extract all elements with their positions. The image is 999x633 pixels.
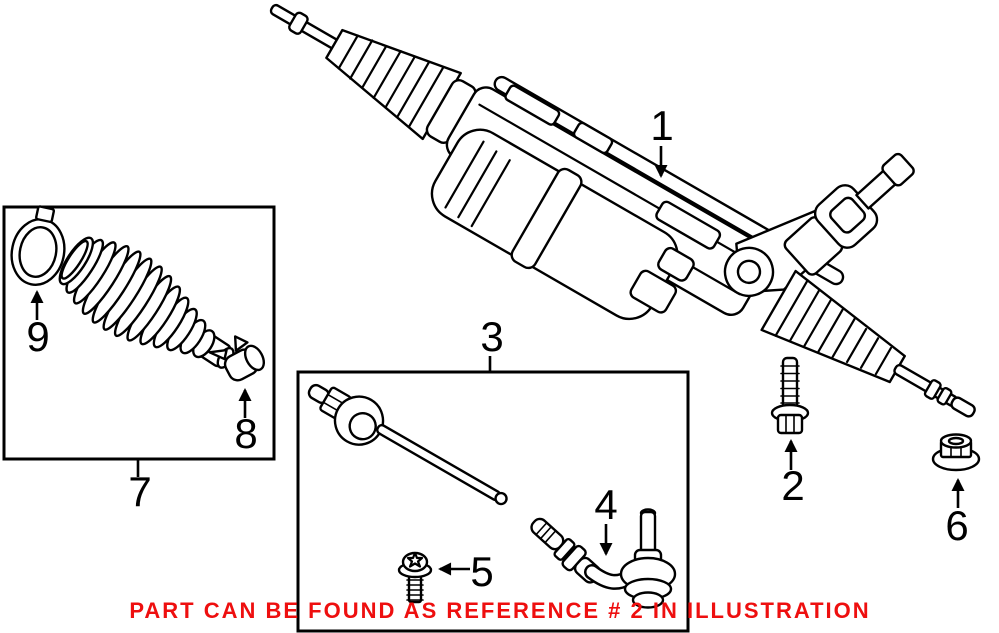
callout-label-9: 9 bbox=[26, 313, 50, 360]
tie-rod-box bbox=[296, 370, 690, 633]
housing-detail bbox=[655, 200, 722, 250]
flange-nut bbox=[931, 433, 981, 472]
right-rod-collar bbox=[923, 379, 942, 400]
callout-label-3: 3 bbox=[480, 313, 504, 360]
callout-label-6: 6 bbox=[945, 502, 969, 549]
steering-gear-assembly bbox=[269, 3, 976, 418]
callout-label-4: 4 bbox=[594, 481, 618, 528]
callout-label-5: 5 bbox=[470, 548, 494, 595]
right-rod-tip bbox=[950, 396, 976, 418]
callout-label-2: 2 bbox=[781, 462, 805, 509]
callout-label-1: 1 bbox=[650, 102, 674, 149]
inner-tie-rod bbox=[307, 383, 508, 506]
right-tie-rod-shaft bbox=[893, 363, 959, 408]
boot-clamp-large bbox=[10, 205, 66, 286]
steering-boot bbox=[58, 236, 235, 369]
left-rod-collar bbox=[288, 11, 309, 35]
steering-motor bbox=[430, 128, 695, 321]
callout-label-7: 7 bbox=[128, 468, 152, 515]
boot-clamp-small bbox=[208, 335, 266, 382]
housing-tab bbox=[504, 84, 561, 126]
mount-bolt bbox=[770, 356, 810, 435]
reference-note: PART CAN BE FOUND AS REFERENCE # 2 IN IL… bbox=[129, 598, 871, 623]
callout-label-8: 8 bbox=[234, 410, 258, 457]
mount-boss-hole bbox=[736, 259, 762, 285]
left-boot bbox=[325, 28, 462, 141]
outer-tie-rod-end bbox=[530, 508, 677, 609]
boot-kit-box bbox=[2, 205, 276, 461]
torx-screw bbox=[397, 551, 433, 604]
housing-tab bbox=[572, 121, 614, 155]
right-rod-collar bbox=[936, 386, 953, 406]
input-shaft-joint bbox=[783, 152, 915, 276]
